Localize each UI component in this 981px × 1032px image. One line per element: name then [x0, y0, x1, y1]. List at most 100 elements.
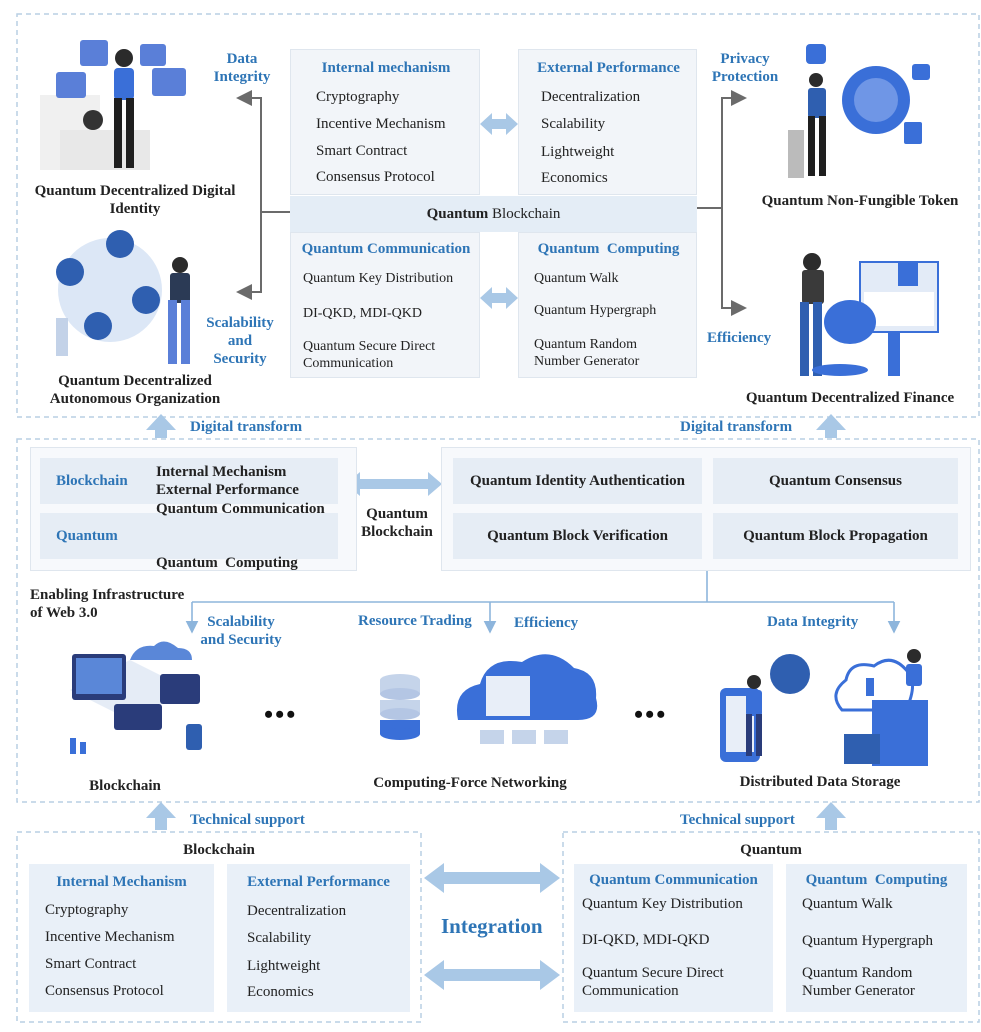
quantum-communication-title: Quantum Communication [301, 241, 471, 257]
label-efficiency: Efficiency [707, 330, 772, 346]
comm-item: DI-QKD, MDI-QKD [303, 306, 422, 321]
link-efficiency: Efficiency [514, 615, 579, 631]
bottom-communication-panel: Quantum Communication Quantum Key Distri… [574, 864, 773, 1012]
box-quantum-consensus: Quantum Consensus [713, 458, 958, 504]
digital-identity-illustration [40, 40, 186, 170]
quantum-summary-item: Quantum Communication [156, 501, 325, 517]
bottom-comp-item: Quantum Hypergraph [802, 933, 933, 949]
bottom-external-item: Decentralization [247, 903, 347, 919]
internal-mechanism-title: Internal mechanism [321, 60, 451, 76]
app-dao: Quantum Decentralized Autonomous Organiz… [49, 373, 221, 407]
defi-illustration [800, 253, 939, 376]
bottom-quantum-title: Quantum [740, 842, 802, 858]
external-item: Lightweight [541, 144, 615, 160]
bottom-internal-item: Incentive Mechanism [45, 929, 175, 945]
app-digital-identity: Quantum Decentralized Digital Identity [34, 183, 236, 217]
box-block-propagation: Quantum Block Propagation [713, 513, 958, 559]
internal-item: Consensus Protocol [316, 169, 435, 185]
bottom-blockchain-frame [16, 831, 422, 1023]
label-privacy-protection: Privacy Protection [711, 51, 779, 85]
bottom-computing-panel: Quantum Computing Quantum Walk Quantum H… [786, 864, 967, 1012]
bottom-comm-item: Quantum Key Distribution [582, 896, 743, 912]
infra-computing-force: Computing-Force Networking [373, 775, 567, 791]
integration-label: Integration [441, 914, 543, 938]
label-data-integrity: Data Integrity [213, 51, 271, 85]
blockchain-summary-item: External Performance [156, 482, 299, 498]
bottom-internal-item: Cryptography [45, 902, 129, 918]
infra-distributed-storage: Distributed Data Storage [739, 774, 901, 790]
bottom-comm-item: Quantum Secure Direct Communication [582, 965, 724, 999]
up-arrows [146, 414, 846, 830]
internal-item: Smart Contract [316, 143, 408, 159]
link-data-integrity: Data Integrity [767, 614, 859, 630]
quantum-communication-panel: Quantum Communication Quantum Key Distri… [290, 232, 480, 378]
bottom-internal-item: Consensus Protocol [45, 983, 164, 999]
bottom-external-item: Lightweight [247, 958, 321, 974]
box-block-verification: Quantum Block Verification [453, 513, 702, 559]
bottom-comp-item: Quantum Random Number Generator [802, 965, 915, 999]
label-scalability-security: Scalability and Security [206, 315, 274, 367]
bottom-external-panel: External Performance Decentralization Sc… [227, 864, 410, 1012]
quantum-summary-box: Quantum Quantum Communication Quantum Co… [40, 501, 338, 571]
bottom-internal-item: Smart Contract [45, 956, 137, 972]
comm-item: Quantum Secure Direct Communication [303, 339, 436, 371]
center-quantum-blockchain: Quantum Blockchain [361, 506, 433, 540]
comp-item: Quantum Walk [534, 271, 619, 286]
blockchain-summary-box: Blockchain Internal Mechanism External P… [40, 458, 338, 504]
bottom-quantum-frame [562, 831, 980, 1023]
quantum-computing-title: Quantum Computing [537, 241, 680, 257]
infra-connectors [185, 571, 901, 634]
internal-item: Incentive Mechanism [316, 116, 446, 132]
external-item: Scalability [541, 116, 606, 132]
dao-illustration [56, 230, 190, 364]
technical-support-left: Technical support [190, 812, 305, 828]
blockchain-infra-illustration [70, 641, 202, 754]
top-double-arrows [346, 113, 560, 990]
internal-mechanism-panel: Internal mechanism Cryptography Incentiv… [290, 49, 480, 195]
quantum-blockchain-bar: Quantum Blockchain [290, 196, 697, 232]
external-item: Economics [541, 170, 608, 186]
bottom-internal-title: Internal Mechanism [56, 874, 187, 890]
bar-prefix: Quantum [426, 205, 489, 222]
blockchain-summary-label: Blockchain [56, 472, 128, 489]
top-connectors [236, 90, 747, 316]
comm-item: Quantum Key Distribution [303, 271, 454, 286]
quantum-computing-panel: Quantum Computing Quantum Walk Quantum H… [518, 232, 697, 378]
digital-transform-right: Digital transform [680, 419, 793, 435]
blockchain-summary-item: Internal Mechanism [156, 464, 287, 480]
bottom-internal-panel: Internal Mechanism Cryptography Incentiv… [29, 864, 214, 1012]
internal-item: Cryptography [316, 89, 400, 105]
middle-section-frame [16, 438, 980, 803]
bottom-external-item: Economics [247, 984, 314, 1000]
comp-item: Quantum Hypergraph [534, 303, 657, 318]
link-resource-trading: Resource Trading [358, 613, 472, 629]
quantum-summary-item: Quantum Computing [156, 555, 298, 571]
ellipsis-left: ••• [264, 700, 298, 729]
bottom-blockchain-title: Blockchain [183, 842, 255, 858]
link-scalability-security: Scalability and Security [200, 614, 282, 648]
computing-force-illustration [380, 654, 598, 744]
nft-illustration [788, 44, 930, 178]
bar-suffix: Blockchain [492, 205, 561, 222]
bottom-external-item: Scalability [247, 930, 312, 946]
enabling-infrastructure-label: Enabling Infrastructure of Web 3.0 [30, 587, 185, 621]
bottom-external-title: External Performance [247, 874, 390, 890]
digital-transform-left: Digital transform [190, 419, 303, 435]
app-defi: Quantum Decentralized Finance [745, 390, 955, 406]
comp-item: Quantum Random Number Generator [534, 337, 640, 369]
bottom-comm-item: DI-QKD, MDI-QKD [582, 932, 710, 948]
distributed-storage-illustration [720, 649, 928, 766]
bottom-computing-title: Quantum Computing [805, 872, 948, 888]
external-performance-title: External Performance [537, 60, 680, 76]
ellipsis-right: ••• [634, 700, 668, 729]
external-item: Decentralization [541, 89, 641, 105]
infra-blockchain: Blockchain [89, 778, 161, 794]
bottom-communication-title: Quantum Communication [589, 872, 758, 888]
bottom-comp-item: Quantum Walk [802, 896, 893, 912]
top-section-frame [16, 13, 980, 418]
box-identity-authentication: Quantum Identity Authentication [453, 458, 702, 504]
app-nft: Quantum Non-Fungible Token [761, 193, 959, 209]
quantum-summary-label: Quantum [56, 527, 118, 544]
external-performance-panel: External Performance Decentralization Sc… [518, 49, 697, 195]
